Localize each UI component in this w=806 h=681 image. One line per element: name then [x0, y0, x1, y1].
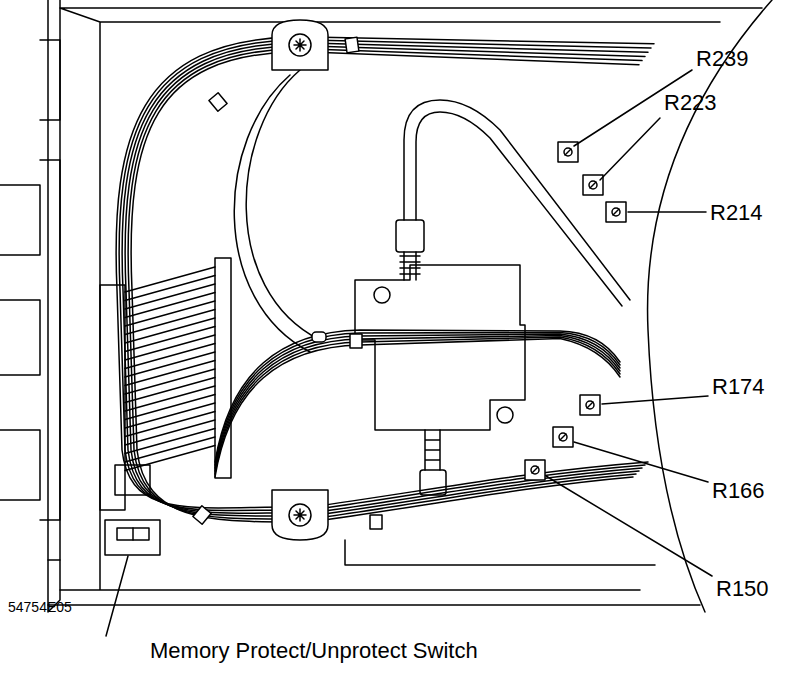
- pot-body: [553, 427, 573, 447]
- connector-flange: [40, 40, 60, 560]
- pot-body: [606, 202, 626, 222]
- pot-slot: [532, 467, 538, 473]
- thread: [425, 430, 440, 470]
- harness-wire: [310, 37, 654, 44]
- callout-label: R214: [710, 202, 763, 224]
- connector-body: [0, 185, 40, 500]
- mounting-bracket: [355, 265, 525, 430]
- adjustment-pot: [525, 460, 545, 480]
- cable-tie: [370, 515, 382, 529]
- pot-wiper: [564, 148, 572, 156]
- cable-tie: [193, 506, 211, 524]
- callout-label: R166: [712, 480, 765, 502]
- part-label: Memory Protect/Unprotect Switch: [150, 640, 478, 662]
- pot-body: [580, 395, 600, 415]
- pot-body: [583, 175, 603, 195]
- callout-label: R174: [712, 376, 765, 398]
- harness-wire: [128, 49, 290, 519]
- harness-wire: [119, 40, 290, 510]
- pot-slot: [590, 182, 596, 188]
- callout-label: R223: [664, 92, 717, 114]
- cable-tie: [350, 334, 362, 348]
- pot-slot: [587, 402, 593, 408]
- pot-body: [525, 460, 545, 480]
- adjustment-pot: [580, 395, 600, 415]
- leader-line: [602, 396, 708, 404]
- rf-assembly: [355, 100, 630, 495]
- chassis-frame: [48, 0, 772, 612]
- leader-line: [106, 556, 128, 636]
- cable-clamps: [272, 20, 328, 540]
- screw: [289, 34, 311, 56]
- leader-line: [600, 118, 660, 180]
- pot-wiper: [559, 433, 567, 441]
- cable-tie: [209, 93, 227, 111]
- harness-wire: [310, 52, 639, 65]
- pot-wiper: [586, 401, 594, 409]
- pot-wiper: [531, 466, 539, 474]
- harness-wire: [122, 43, 290, 513]
- switch-body: [105, 520, 160, 555]
- switch-slider: [117, 528, 149, 540]
- adjustment-pot: [606, 202, 626, 222]
- harness-wire: [215, 333, 620, 466]
- clamp: [272, 490, 328, 540]
- clamp: [272, 20, 328, 70]
- cable-tie: [312, 332, 326, 342]
- pot-slot: [560, 434, 566, 440]
- leader-line: [546, 476, 712, 576]
- figure-number: 54754E05: [8, 600, 72, 614]
- wire-harness: [116, 37, 654, 522]
- sma-nut: [396, 220, 424, 252]
- pot-slot: [613, 209, 619, 215]
- cable-ties: [193, 37, 382, 529]
- pot-wiper: [589, 181, 597, 189]
- chassis-edge: [48, 8, 762, 605]
- harness-wire: [116, 37, 290, 508]
- screw: [497, 407, 513, 423]
- callout-label: R150: [716, 578, 769, 600]
- leader-lines: [106, 70, 712, 636]
- harness-wire: [215, 330, 620, 462]
- thread: [400, 252, 420, 280]
- harness-wire: [215, 334, 620, 468]
- harness-wire: [215, 337, 620, 474]
- pot-slot: [565, 149, 571, 155]
- screw-head: [294, 509, 306, 521]
- leader-line: [574, 442, 708, 482]
- adjustment-pots: [525, 142, 626, 480]
- pot-wiper: [612, 208, 620, 216]
- callout-label: R239: [696, 48, 749, 70]
- screw: [289, 504, 311, 526]
- memory-switch: [105, 520, 160, 555]
- board-edge: [345, 540, 655, 565]
- adjustment-pot: [553, 427, 573, 447]
- rear-connectors: [0, 40, 60, 560]
- ribbon-wires: [125, 267, 215, 471]
- screw: [374, 287, 390, 303]
- harness-wire: [215, 339, 620, 478]
- leader-line: [628, 211, 706, 213]
- switch-divider: [132, 528, 134, 540]
- cut-away-edge: [648, 0, 772, 612]
- screw-head: [294, 39, 306, 51]
- adjustment-pot: [583, 175, 603, 195]
- harness-wire: [234, 70, 320, 352]
- cable-tie: [345, 37, 359, 53]
- harness-wire: [215, 336, 620, 472]
